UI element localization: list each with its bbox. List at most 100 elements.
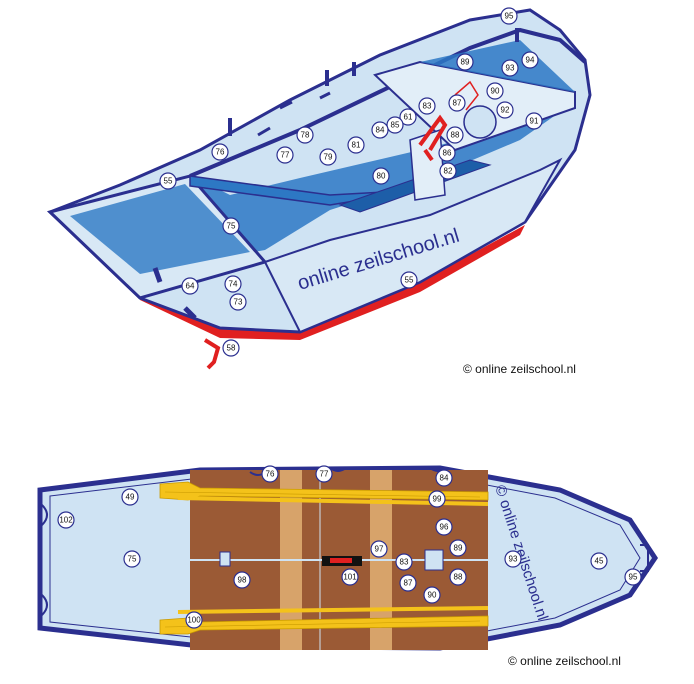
- top-marker-circle: [423, 586, 441, 604]
- side-marker-label: 81: [352, 141, 361, 150]
- top-marker-98: 98: [233, 571, 251, 589]
- side-marker-78: 78: [296, 126, 314, 144]
- side-marker-label: 84: [376, 126, 385, 135]
- top-marker-label: 101: [343, 573, 357, 582]
- top-marker-label: 98: [238, 576, 247, 585]
- side-marker-circle: [386, 116, 404, 134]
- side-marker-93: 93: [501, 59, 519, 77]
- top-marker-circle: [261, 465, 279, 483]
- forestay-red: [454, 80, 479, 111]
- side-marker-label: 82: [444, 167, 453, 176]
- side-marker-circle: [159, 172, 177, 190]
- top-marker-circle: [435, 469, 453, 487]
- side-marker-circle: [496, 101, 514, 119]
- side-marker-circle: [501, 59, 519, 77]
- side-marker-55: 55: [400, 271, 418, 289]
- top-marker-label: 89: [454, 544, 463, 553]
- side-marker-76: 76: [211, 143, 229, 161]
- rudder-gudgeon-red: [203, 338, 221, 370]
- side-marker-label: 94: [526, 56, 535, 65]
- top-marker-circle: [428, 490, 446, 508]
- side-marker-circle: [486, 82, 504, 100]
- side-marker-55: 55: [159, 172, 177, 190]
- transom-inner: [70, 184, 250, 274]
- side-marker-91: 91: [525, 112, 543, 130]
- top-marker-circle: [449, 539, 467, 557]
- side-marker-84: 84: [371, 121, 389, 139]
- side-marker-label: 80: [377, 172, 386, 181]
- top-marker-96: 96: [435, 518, 453, 536]
- side-marker-circle: [276, 146, 294, 164]
- top-marker-88: 88: [449, 568, 467, 586]
- side-marker-circle: [222, 217, 240, 235]
- copyright-side: © online zeilschool.nl: [463, 362, 576, 376]
- top-fittings: [41, 467, 649, 616]
- top-marker-circle: [233, 571, 251, 589]
- side-marker-circle: [525, 112, 543, 130]
- side-marker-label: 55: [405, 276, 414, 285]
- top-marker-93: 93: [504, 550, 522, 568]
- side-marker-label: 93: [506, 64, 515, 73]
- side-marker-88: 88: [446, 126, 464, 144]
- foredeck: [373, 60, 576, 152]
- top-marker-circle: [121, 488, 139, 506]
- top-marker-89: 89: [449, 539, 467, 557]
- side-marker-label: 64: [186, 282, 195, 291]
- top-marker-label: 45: [595, 557, 604, 566]
- top-marker-circle: [590, 552, 608, 570]
- top-marker-label: 102: [59, 516, 73, 525]
- side-marker-circle: [222, 339, 240, 357]
- side-marker-circle: [438, 144, 456, 162]
- top-marker-circle: [185, 611, 203, 629]
- rear-fitting-top: [219, 551, 231, 567]
- top-marker-84: 84: [435, 469, 453, 487]
- side-marker-label: 76: [216, 148, 225, 157]
- side-marker-87: 87: [448, 94, 466, 112]
- top-marker-circle: [435, 518, 453, 536]
- oar-bottom: [159, 606, 489, 635]
- side-marker-80: 80: [372, 167, 390, 185]
- top-marker-75: 75: [123, 550, 141, 568]
- side-marker-92: 92: [496, 101, 514, 119]
- side-marker-85: 85: [386, 116, 404, 134]
- markers-layer: 9594938990879291836185848886827877767981…: [57, 7, 642, 629]
- side-marker-83: 83: [418, 97, 436, 115]
- top-marker-90: 90: [423, 586, 441, 604]
- top-marker-83: 83: [395, 553, 413, 571]
- top-marker-label: 93: [509, 555, 518, 564]
- gunwale-fittings: [228, 28, 519, 137]
- top-marker-label: 83: [400, 558, 409, 567]
- side-marker-77: 77: [276, 146, 294, 164]
- copyright-top: © online zeilschool.nl: [508, 654, 621, 668]
- side-marker-label: 78: [301, 131, 310, 140]
- top-marker-87: 87: [399, 574, 417, 592]
- top-marker-circle: [504, 550, 522, 568]
- top-marker-100: 100: [185, 611, 203, 629]
- side-marker-79: 79: [319, 148, 337, 166]
- top-marker-49: 49: [121, 488, 139, 506]
- top-marker-label: 88: [454, 573, 463, 582]
- side-marker-89: 89: [456, 53, 474, 71]
- side-marker-58: 58: [222, 339, 240, 357]
- side-marker-label: 61: [404, 113, 413, 122]
- top-marker-99: 99: [428, 490, 446, 508]
- side-marker-label: 75: [227, 222, 236, 231]
- top-marker-45: 45: [590, 552, 608, 570]
- side-marker-label: 79: [324, 153, 333, 162]
- top-marker-circle: [315, 465, 333, 483]
- top-marker-label: 99: [433, 495, 442, 504]
- side-marker-circle: [399, 108, 417, 126]
- side-marker-95: 95: [500, 7, 518, 25]
- side-marker-90: 90: [486, 82, 504, 100]
- top-marker-95: 95: [624, 568, 642, 586]
- side-marker-94: 94: [521, 51, 539, 69]
- top-marker-label: 96: [440, 523, 449, 532]
- side-marker-label: 86: [443, 149, 452, 158]
- side-marker-label: 90: [491, 87, 500, 96]
- side-marker-circle: [224, 275, 242, 293]
- top-marker-label: 84: [440, 474, 449, 483]
- top-marker-circle: [395, 553, 413, 571]
- foredeck-blue: [420, 40, 575, 92]
- side-marker-circle: [211, 143, 229, 161]
